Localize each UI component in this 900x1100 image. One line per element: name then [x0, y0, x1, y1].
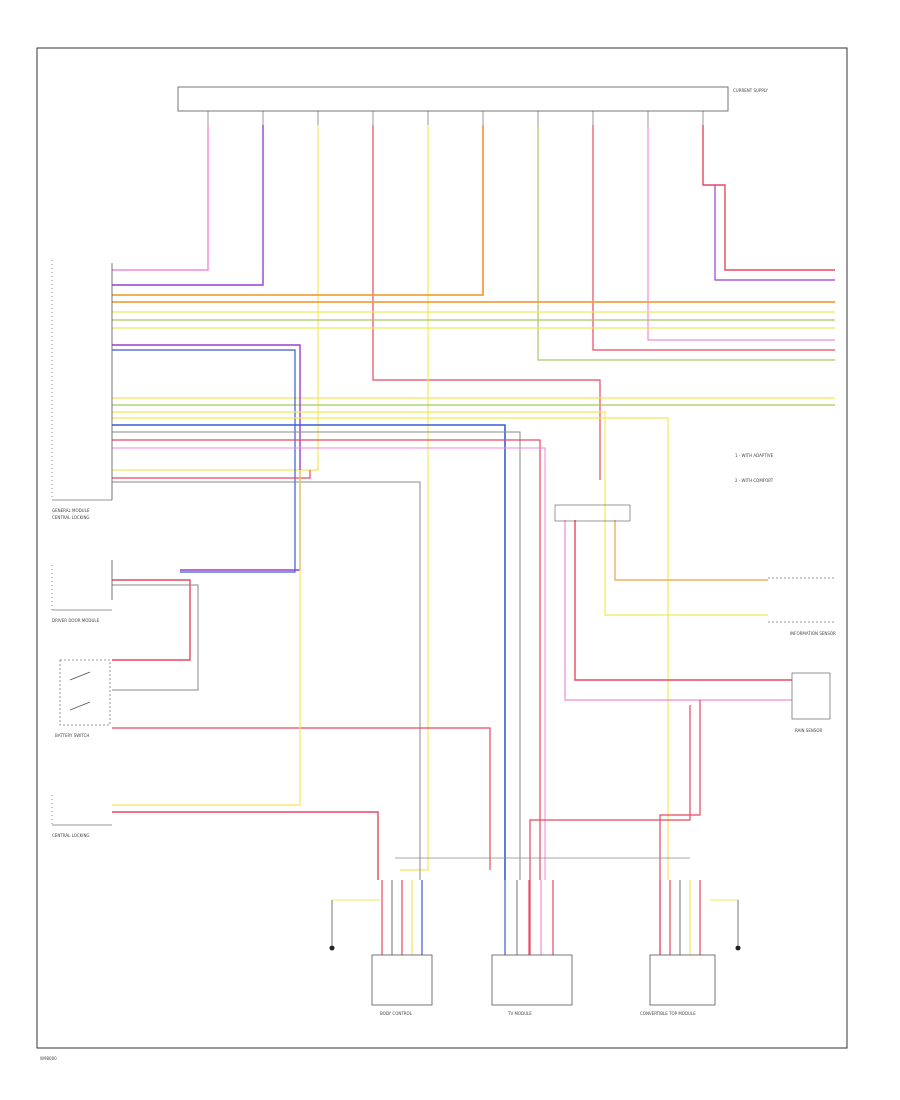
fuse-box: CURRENT SUPPLY — [177, 86, 769, 125]
wire-red-4 — [112, 439, 541, 880]
wire-red-3 — [702, 125, 835, 271]
wire-orange-1 — [112, 125, 484, 296]
legend-item-1: 1 - WITH ADAPTIVE — [735, 453, 774, 458]
wire-red-8 — [112, 811, 379, 880]
wire-blue-1 — [112, 349, 296, 573]
wire-yellow-8 — [112, 470, 301, 806]
right-component-1: INFORMATION SENSOR — [768, 577, 836, 636]
ground-symbol — [329, 900, 741, 951]
wire-yellow-1 — [112, 125, 319, 471]
wire-red-1 — [372, 125, 601, 480]
wire-green-1 — [537, 125, 835, 361]
wire-pink-2 — [647, 125, 835, 341]
splice-connector — [554, 504, 631, 522]
wire-gray-2 — [112, 481, 421, 880]
right-component-1-label: INFORMATION SENSOR — [790, 631, 836, 636]
wires-layer — [112, 125, 835, 955]
wire-purple-2 — [714, 185, 835, 281]
general-module: GENERAL MODULE CENTRAL LOCKING — [51, 260, 113, 520]
wire-red-9 — [574, 520, 792, 681]
wire-yellow-9 — [604, 520, 768, 616]
door-module-label: DRIVER DOOR MODULE — [52, 618, 100, 623]
battery-switch-label: BATTERY SWITCH — [55, 733, 89, 738]
central-locking-label: CENTRAL LOCKING — [52, 833, 90, 838]
wire-red-5 — [112, 470, 311, 479]
door-module: DRIVER DOOR MODULE — [51, 560, 113, 623]
wire-red-7 — [112, 727, 491, 870]
tv-module-label: TV MODULE — [507, 1011, 532, 1016]
battery-switch: BATTERY SWITCH — [55, 659, 111, 738]
wire-yellow-6 — [112, 411, 606, 520]
wire-yellow-2 — [400, 125, 429, 871]
wire-red-6 — [112, 579, 191, 661]
wire-purple-3 — [112, 344, 301, 571]
footer-code: W98000 — [40, 1056, 57, 1061]
wire-pink-1 — [112, 125, 209, 271]
diagram-border — [36, 47, 848, 1049]
legend: 1 - WITH ADAPTIVE 2 - WITH COMFORT — [735, 453, 774, 483]
top-module: CONVERTIBLE TOP MODULE — [640, 954, 716, 1016]
wire-orange-3 — [614, 520, 768, 581]
tv-module: TV MODULE — [491, 954, 573, 1016]
legend-item-2: 2 - WITH COMFORT — [735, 478, 774, 483]
general-module-label: GENERAL MODULE — [52, 508, 90, 513]
wire-yellow-7 — [112, 417, 669, 880]
wire-red-11 — [529, 705, 691, 955]
wire-pink-4 — [564, 520, 792, 701]
wire-gray-1 — [112, 431, 521, 880]
top-module-label: CONVERTIBLE TOP MODULE — [640, 1011, 696, 1016]
wire-pink-3 — [112, 447, 546, 880]
wire-gray-3 — [112, 584, 199, 691]
fuse-box-label: CURRENT SUPPLY — [733, 88, 769, 93]
central-locking-unit: CENTRAL LOCKING — [51, 795, 112, 838]
wire-blue-2 — [112, 424, 506, 880]
body-control-module: BODY CONTROL — [371, 954, 433, 1016]
body-control-label: BODY CONTROL — [380, 1011, 413, 1016]
right-component-2-label: RAIN SENSOR — [795, 728, 823, 733]
right-component-2: RAIN SENSOR — [791, 672, 831, 733]
wire-purple-1 — [112, 125, 264, 286]
wire-red-2 — [592, 125, 835, 351]
general-module-sublabel: CENTRAL LOCKING — [52, 515, 90, 520]
